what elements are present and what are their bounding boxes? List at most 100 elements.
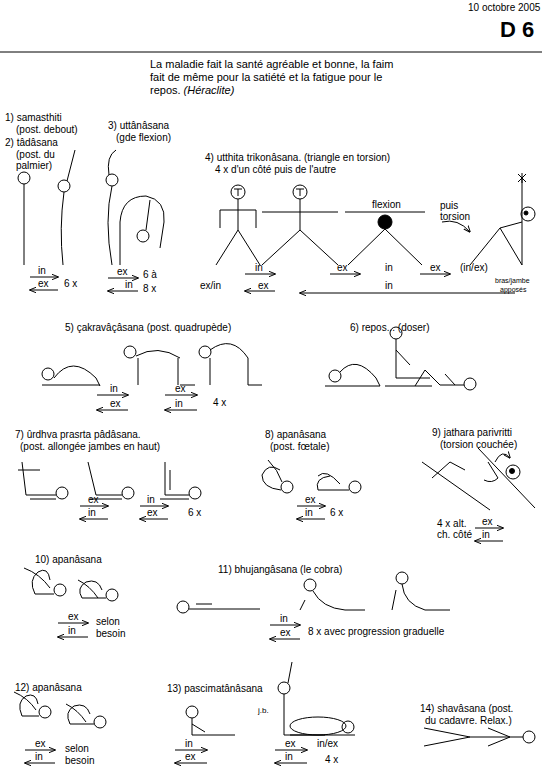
pose-label: selon bbox=[65, 743, 89, 754]
pose-label: 14) shavâsana (post. bbox=[420, 703, 513, 714]
pose-label: ex bbox=[38, 278, 49, 289]
figure-head bbox=[58, 180, 70, 192]
pose-label: ex bbox=[258, 280, 269, 291]
pose-label: in bbox=[38, 265, 46, 276]
stick-figure bbox=[136, 350, 195, 385]
quote-block: La maladie fait la santé agréable et bon… bbox=[150, 58, 400, 97]
stick-figure bbox=[210, 344, 262, 385]
pose-label: 6 x bbox=[330, 507, 343, 518]
breath-arrow bbox=[270, 625, 300, 626]
stick-figure bbox=[470, 173, 526, 265]
breath-arrow bbox=[80, 519, 108, 520]
pose-label: in bbox=[280, 613, 288, 624]
pose-label: 4 x bbox=[213, 397, 226, 408]
pose-label: 6) repos... (doser) bbox=[350, 322, 429, 333]
pose-label: 6 x bbox=[188, 507, 201, 518]
pose-label: ex bbox=[285, 738, 296, 749]
breath-arrow bbox=[275, 763, 307, 764]
stick-figure bbox=[385, 339, 432, 386]
stick-figure bbox=[422, 462, 490, 510]
pose-label: 4 x alt. bbox=[437, 518, 466, 529]
pose-label: 7) ûrdhva prasrta pâdâsana. bbox=[15, 429, 141, 440]
stick-figure bbox=[478, 448, 535, 508]
breath-arrow bbox=[58, 637, 88, 638]
pose-label: torsion bbox=[440, 211, 470, 222]
breath-arrow bbox=[300, 293, 515, 294]
pose-label: (gde flexion) bbox=[116, 132, 171, 143]
figure-head bbox=[396, 572, 408, 584]
pose-label: in/ex bbox=[317, 738, 338, 749]
figure-head bbox=[523, 731, 535, 743]
figure-head bbox=[378, 215, 392, 229]
breath-arrow bbox=[25, 750, 55, 751]
breath-arrow bbox=[330, 274, 360, 275]
pose-label: 4 x bbox=[325, 754, 338, 765]
pose-label: in bbox=[88, 507, 96, 518]
breath-arrow bbox=[108, 291, 138, 292]
stick-figure bbox=[262, 189, 338, 265]
stick-figure bbox=[24, 184, 25, 265]
figure-head bbox=[137, 230, 149, 242]
pose-label: puis bbox=[440, 200, 458, 211]
stick-figure bbox=[345, 212, 425, 265]
pose-label: in bbox=[147, 494, 155, 505]
pose-label: ex bbox=[35, 738, 46, 749]
figure-head bbox=[94, 716, 106, 728]
figure-head bbox=[106, 174, 118, 186]
pose-label: ex bbox=[305, 494, 316, 505]
figure-eye bbox=[510, 469, 515, 474]
figure-head bbox=[329, 370, 341, 382]
pose-label: in bbox=[68, 625, 76, 636]
pose-label: apposés bbox=[500, 286, 526, 294]
breath-arrow bbox=[30, 290, 58, 291]
pose-label: 8 x bbox=[143, 283, 156, 294]
header-rule bbox=[0, 52, 542, 53]
figure-head bbox=[464, 378, 476, 390]
breath-arrow bbox=[270, 639, 300, 640]
breath-arrow bbox=[30, 277, 58, 278]
stick-figure bbox=[290, 735, 355, 736]
pose-label: in bbox=[185, 738, 193, 749]
figure-head bbox=[186, 706, 198, 718]
pose-label: ex bbox=[88, 494, 99, 505]
pose-label: bras/jambe bbox=[495, 277, 530, 285]
pose-label: flexion bbox=[372, 199, 401, 210]
stick-figure bbox=[160, 462, 189, 499]
pose-label: 4 x d'un côté puis de l'autre bbox=[215, 164, 336, 175]
torsion-arrow bbox=[442, 221, 470, 232]
pose-label: selon bbox=[96, 616, 120, 627]
breath-arrow bbox=[175, 750, 207, 751]
breath-arrow bbox=[175, 763, 207, 764]
pose-label: in bbox=[125, 279, 133, 290]
stick-figure bbox=[88, 462, 122, 499]
pose-label: in bbox=[385, 280, 393, 291]
breath-arrow bbox=[97, 395, 128, 396]
pose-label: ch. côté bbox=[437, 529, 472, 540]
figure-head bbox=[18, 172, 30, 184]
pose-label: ex bbox=[68, 611, 79, 622]
stick-figure bbox=[24, 568, 54, 594]
pose-label: in bbox=[285, 751, 293, 762]
breath-arrow bbox=[165, 410, 197, 411]
figure-eye bbox=[524, 211, 528, 215]
pose-label: in bbox=[305, 507, 313, 518]
pose-label: ex bbox=[280, 627, 291, 638]
torsion-arrow bbox=[495, 454, 510, 462]
stick-figure bbox=[42, 366, 100, 386]
pose-label: (torsion couchée) bbox=[440, 439, 517, 450]
pose-label: du cadavre. Relax.) bbox=[425, 715, 512, 726]
pose-label: 3) uttânâsana bbox=[108, 120, 169, 131]
pose-label: 8) apanâsana bbox=[265, 429, 326, 440]
figure-head bbox=[521, 207, 535, 221]
sheet-title: D 6 bbox=[500, 18, 534, 42]
pose-label: palmier) bbox=[16, 160, 52, 171]
pose-label: ex bbox=[337, 262, 348, 273]
quote-author: (Héraclite) bbox=[184, 84, 235, 96]
figure-head bbox=[54, 584, 66, 596]
pose-label: 10 octobre 2005 bbox=[468, 2, 540, 13]
figure-head bbox=[106, 589, 118, 601]
stick-figure bbox=[120, 196, 164, 265]
pose-label: (post. du bbox=[16, 149, 55, 160]
figure-head bbox=[304, 579, 316, 591]
figure-head bbox=[39, 706, 51, 718]
